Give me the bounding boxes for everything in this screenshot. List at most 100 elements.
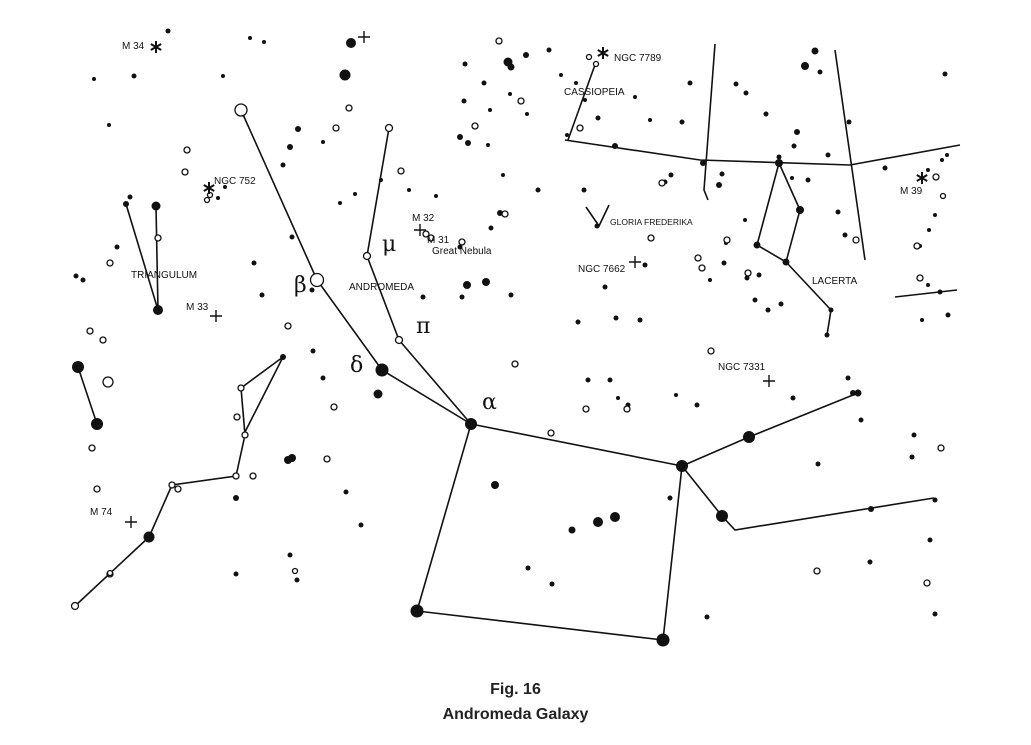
star [790,176,794,180]
label-beta: β [294,273,307,298]
star [648,118,652,122]
pegasus-line-ne [681,392,859,467]
star-open [345,104,353,112]
label-m74: M 74 [90,507,113,518]
star-open [707,347,715,355]
star [909,454,915,460]
star [143,531,155,543]
star-open [592,60,600,68]
star [942,71,948,77]
cassiopeia-arc [564,139,961,166]
star-open [234,103,248,117]
star [920,318,924,322]
star-open [323,455,331,463]
star [491,481,499,489]
star-open [394,335,404,345]
star [679,119,685,125]
star [565,133,569,137]
star [933,213,937,217]
star-open [168,481,176,489]
ngc7789-marker [597,47,609,59]
star-open [582,405,590,413]
ngc752-marker [203,182,215,194]
star [687,80,693,86]
star [549,581,555,587]
star-open [458,238,466,246]
star [574,81,578,85]
star [262,40,266,44]
star-open [93,485,101,493]
label-m33: M 33 [186,302,209,313]
star-open [70,601,80,611]
star [940,158,944,162]
star-open [623,405,631,413]
edge-line-right [894,289,958,298]
star [482,278,490,286]
star [594,223,600,229]
star-open [249,472,257,480]
star [338,201,342,205]
star [668,172,674,178]
star [375,363,389,377]
label-ngc7789: NGC 7789 [614,53,662,64]
figure-title: Andromeda Galaxy [442,706,589,723]
star-open [547,429,555,437]
star [373,389,383,399]
star-open [647,234,655,242]
star-open [813,567,821,575]
star [845,375,851,381]
star [309,287,315,293]
star [559,73,563,77]
star [153,305,163,315]
star [842,232,848,238]
star [481,80,487,86]
star [801,62,809,70]
star [602,284,608,290]
star [932,497,938,503]
star [633,95,637,99]
star-open [88,444,96,452]
star [656,633,670,647]
star [127,194,133,200]
star-open [284,322,292,330]
star [756,272,762,278]
star-open [237,384,245,392]
star-open [723,236,731,244]
star [320,375,326,381]
star [854,389,862,397]
label-alpha: α [482,390,497,415]
star [525,112,529,116]
star [346,38,356,48]
pisces-line [74,356,284,607]
star [339,69,351,81]
star-open [501,210,509,218]
star [667,495,673,501]
star-open [923,579,931,587]
star-open [154,234,162,242]
star [607,377,613,383]
star-open [658,179,666,187]
star [457,134,463,140]
star-open [203,196,211,204]
star-open [86,327,94,335]
label-pi: π [416,314,430,339]
star [824,332,830,338]
star [676,460,688,472]
star-open [471,122,479,130]
star [858,417,864,423]
star [288,454,296,462]
star [535,187,541,193]
star [927,228,931,232]
star [581,187,587,193]
star-open [932,173,940,181]
star-open [174,485,182,493]
star-open [183,146,191,154]
star [927,537,933,543]
star [72,361,84,373]
star-open [517,97,525,105]
m33-marker [210,310,222,322]
star [593,517,603,527]
star [343,489,349,495]
star [353,192,357,196]
label-ngc7662: NGC 7662 [578,264,626,275]
